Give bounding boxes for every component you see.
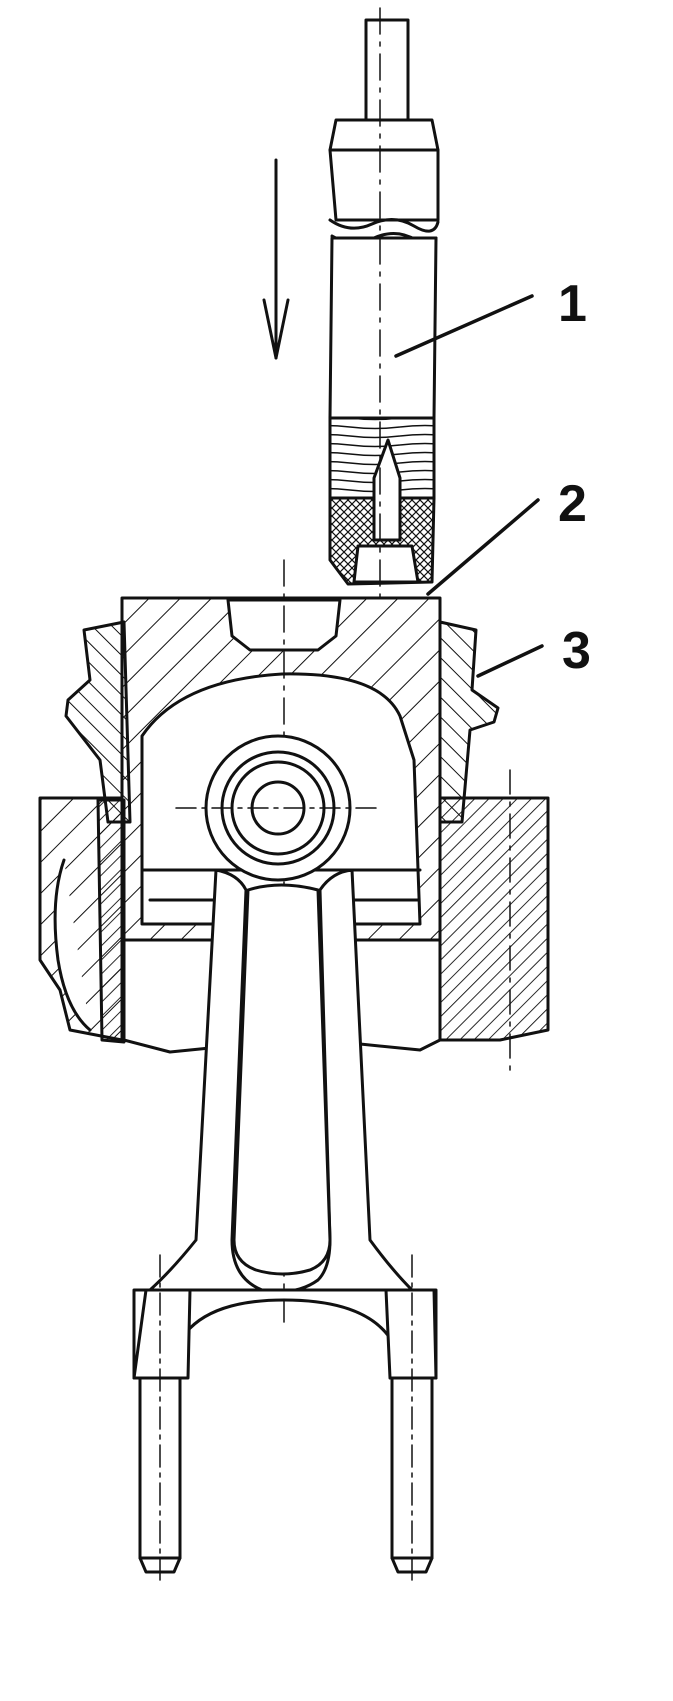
downward-force-arrow-icon <box>262 158 290 360</box>
cylinder-liner-left <box>96 798 126 1044</box>
mallet <box>328 18 440 586</box>
leader-line-2 <box>426 498 540 596</box>
mallet-ferrule <box>328 118 440 222</box>
callout-label-1: 1 <box>558 275 587 333</box>
ring-compressor-left <box>64 620 132 824</box>
callout-label-3: 3 <box>562 622 591 680</box>
connecting-rod <box>132 734 438 1581</box>
callout-label-2: 2 <box>558 475 587 533</box>
cylinder-wall-right <box>438 796 550 1042</box>
leader-line-3 <box>476 644 544 678</box>
mallet-body <box>328 236 438 420</box>
ring-compressor-right <box>438 620 500 824</box>
leader-line-1 <box>394 294 534 358</box>
mallet-handle <box>364 18 410 122</box>
